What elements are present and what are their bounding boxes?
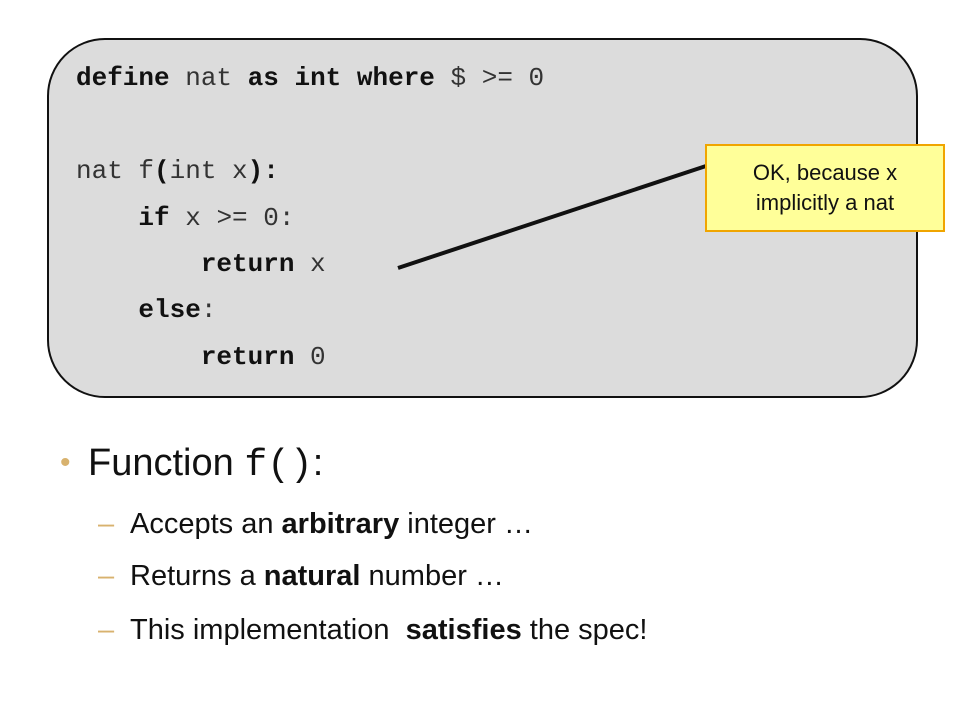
callout-line-2: implicitly a nat bbox=[755, 190, 895, 215]
bullet-dot-icon: • bbox=[60, 446, 71, 479]
code-line-define: define nat as int where $ >= 0 bbox=[76, 63, 545, 93]
sub-bullet-returns: –Returns a natural number … bbox=[98, 560, 504, 592]
dash-icon: – bbox=[98, 560, 115, 592]
callout-line-1: OK, because x bbox=[752, 160, 898, 185]
code-line-else: else: bbox=[138, 295, 217, 325]
sub-bullet-accepts: –Accepts an arbitrary integer … bbox=[98, 508, 533, 540]
dash-icon: – bbox=[98, 508, 115, 540]
bullet-function: • Function f(): bbox=[60, 441, 323, 573]
code-line-return-0: return 0 bbox=[200, 342, 326, 372]
bullet-function-text: Function f(): bbox=[88, 442, 324, 487]
dash-icon: – bbox=[98, 614, 115, 646]
code-line-signature: nat f(int x): bbox=[76, 156, 279, 186]
code-line-return-x: return x bbox=[200, 249, 326, 279]
callout-note: OK, because x implicitly a nat bbox=[705, 144, 945, 232]
code-line-if: if x >= 0: bbox=[138, 203, 295, 233]
sub-bullet-implementation: –This implementation satisfies the spec! bbox=[98, 614, 648, 646]
